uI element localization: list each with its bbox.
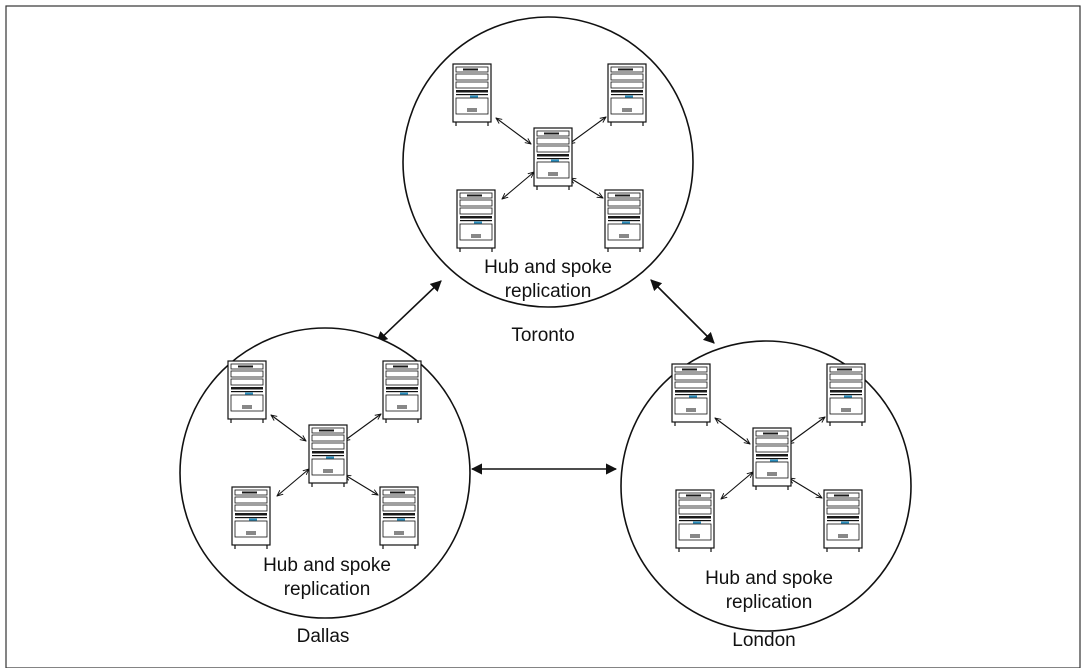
- link-toronto-london: [650, 279, 715, 344]
- site-dallas-caption-line2: replication: [284, 579, 371, 600]
- site-toronto: Hub and spoke replication Toronto: [402, 16, 694, 346]
- link-toronto-dallas: [376, 280, 442, 343]
- site-london-name: London: [732, 630, 795, 651]
- site-london-caption-line1: Hub and spoke: [705, 568, 833, 589]
- site-london: Hub and spoke replication London: [620, 340, 912, 651]
- site-toronto-caption-line2: replication: [505, 281, 592, 302]
- site-toronto-caption-line1: Hub and spoke: [484, 257, 612, 278]
- site-toronto-name: Toronto: [511, 325, 574, 346]
- site-dallas-caption-line1: Hub and spoke: [263, 555, 391, 576]
- figure-frame: [5, 5, 1081, 668]
- site-dallas: Hub and spoke replication Dallas: [179, 327, 471, 647]
- site-dallas-name: Dallas: [297, 626, 350, 647]
- site-london-caption-line2: replication: [726, 592, 813, 613]
